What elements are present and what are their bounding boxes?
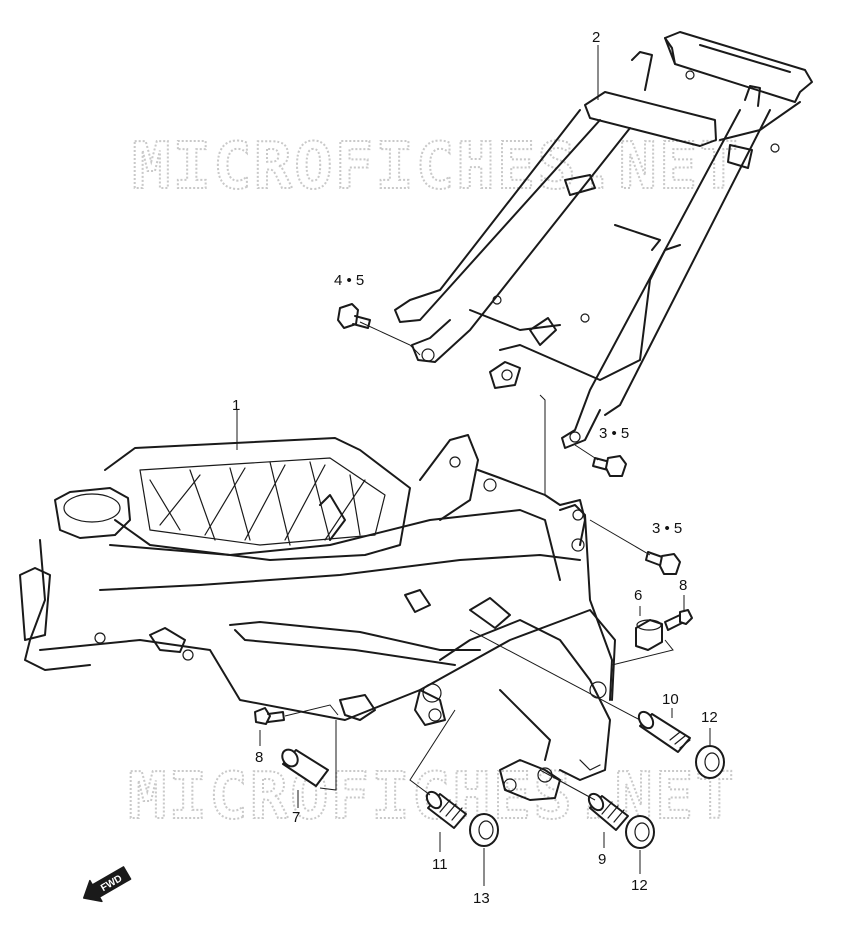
bolt-part-3-5-lower [645, 551, 681, 575]
callout-12-upper: 12 [701, 709, 718, 726]
spacer-part-10 [637, 710, 691, 753]
bolt-part-8-left [254, 707, 285, 725]
callout-4-5: 4 • 5 [334, 272, 364, 289]
callout-9: 9 [598, 851, 606, 868]
callout-7: 7 [292, 809, 300, 826]
spacer-part-11 [425, 790, 467, 829]
forward-direction-arrow-icon: FWD [83, 866, 132, 903]
callout-1: 1 [232, 397, 240, 414]
bolt-part-8-right [664, 609, 693, 631]
nut-part-12-lower [625, 815, 655, 849]
nut-part-13 [469, 813, 499, 847]
spacer-part-7 [281, 748, 329, 787]
seat-rail-part-2 [394, 31, 813, 449]
spacer-part-9 [587, 792, 629, 831]
callout-8-right: 8 [679, 577, 687, 594]
callout-13: 13 [473, 890, 490, 907]
leader-lines [236, 45, 711, 886]
fwd-label: FWD [99, 873, 124, 894]
callout-3-5-lower: 3 • 5 [652, 520, 682, 537]
bolt-part-3-5-upper [592, 455, 627, 477]
nut-part-12-upper [695, 745, 725, 779]
callout-6: 6 [634, 587, 642, 604]
collar-part-6 [635, 619, 663, 651]
callout-11: 11 [432, 856, 448, 873]
callout-10: 10 [662, 691, 679, 708]
callout-2: 2 [592, 29, 600, 46]
callout-8-left: 8 [255, 749, 263, 766]
callout-12-lower: 12 [631, 877, 648, 894]
main-frame-part-1 [19, 434, 616, 801]
callout-3-5-upper: 3 • 5 [599, 425, 629, 442]
watermark-top: MICROFICHES.NET [132, 130, 740, 204]
bolt-part-4-5 [337, 303, 371, 329]
